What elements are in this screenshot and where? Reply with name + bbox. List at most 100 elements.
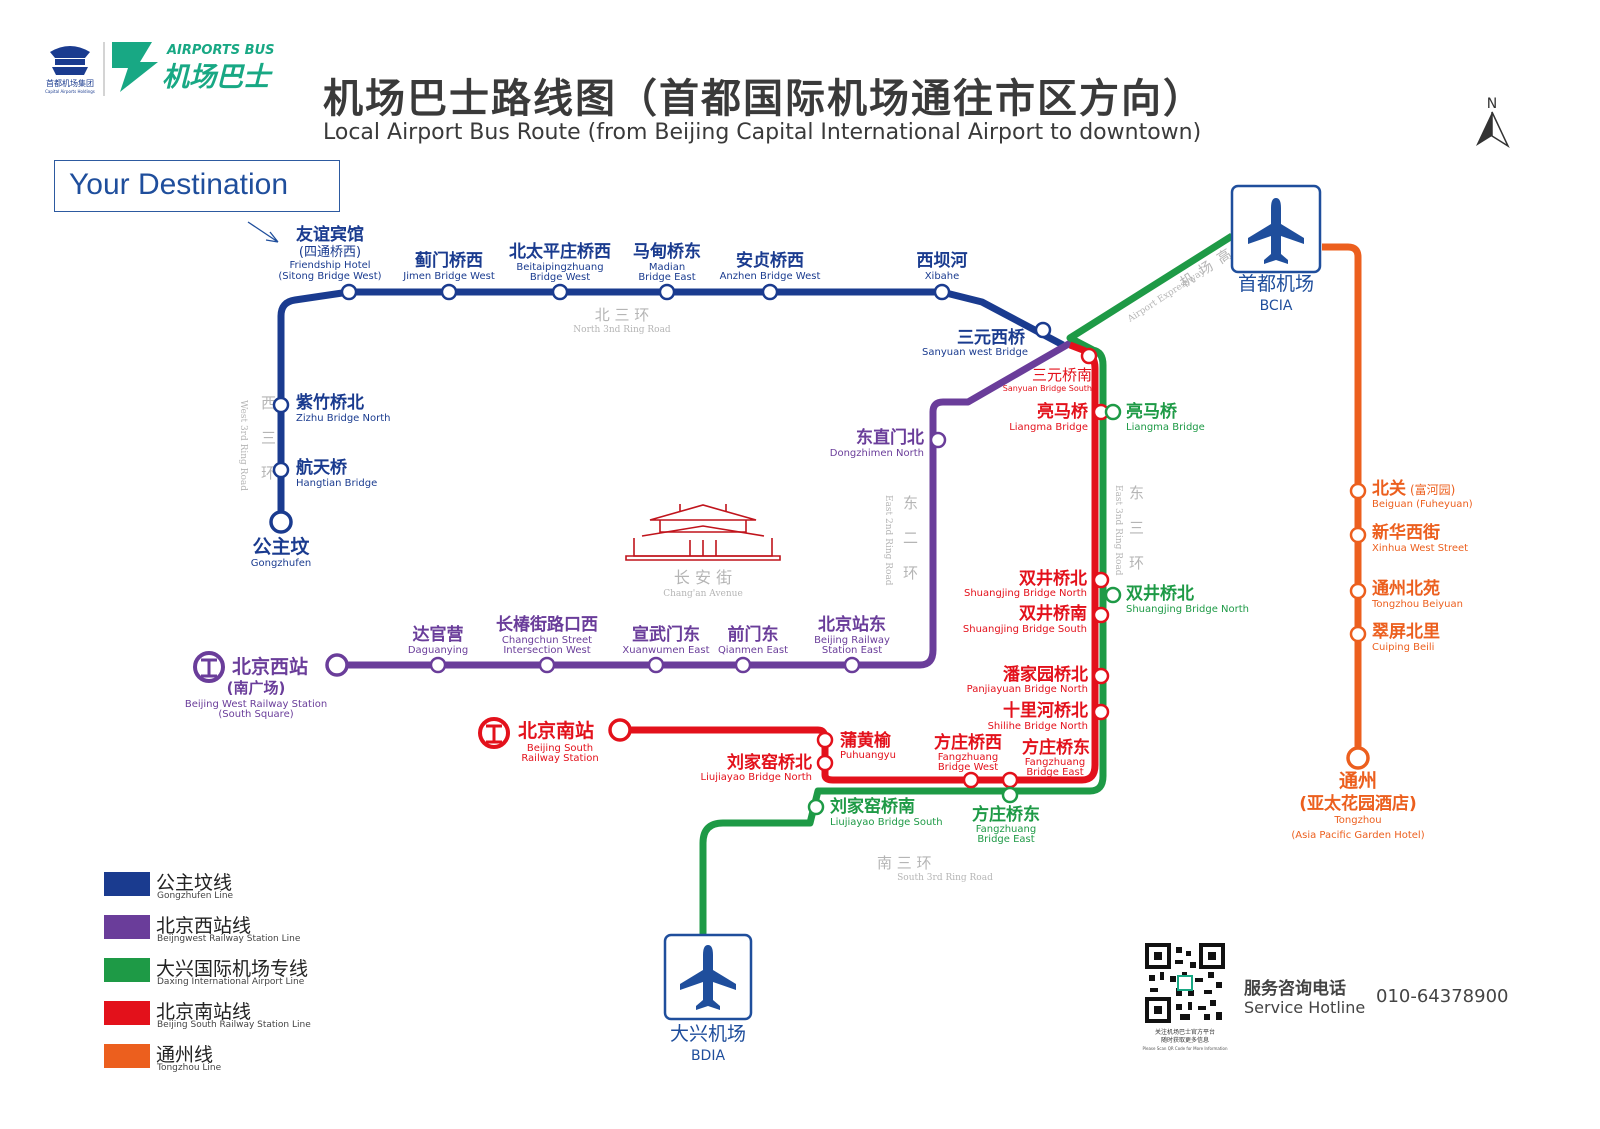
shilihe-en: Shilihe Bridge North bbox=[988, 721, 1088, 732]
xibahe-cn: 西坝河 bbox=[917, 251, 968, 271]
marker-cuiping bbox=[1349, 625, 1367, 643]
cuiping-en: Cuiping Beili bbox=[1372, 642, 1434, 653]
tongzhoubeiyuan-en: Tongzhou Beiyuan bbox=[1371, 599, 1463, 610]
marker-beiguan bbox=[1349, 482, 1367, 500]
sanyuanwest-cn: 三元西桥 bbox=[957, 328, 1026, 348]
hotline-label-cn: 服务咨询电话 bbox=[1244, 979, 1346, 999]
beitaiping-en2: Bridge West bbox=[530, 272, 590, 283]
beitaiping-en: Beitaipingzhuang bbox=[516, 262, 603, 273]
fangzhuangdong-r-cn: 方庄桥东 bbox=[1022, 737, 1090, 758]
road-north3-en: North 3nd Ring Road bbox=[573, 325, 671, 335]
qianmen-cn: 前门东 bbox=[728, 624, 779, 645]
panjiayuan-en: Panjiayuan Bridge North bbox=[967, 684, 1088, 695]
jimen-cn: 蓟门桥西 bbox=[414, 250, 483, 271]
marker-bjstation bbox=[843, 656, 861, 674]
marker-xinhua bbox=[1349, 526, 1367, 544]
marker-qianmen bbox=[734, 656, 752, 674]
bjwest-cn: 北京西站 bbox=[232, 655, 308, 678]
fangzhuangdong-g-cn: 方庄桥东 bbox=[972, 804, 1040, 825]
legend-label-en: Gongzhufen Line bbox=[157, 891, 234, 901]
road-north3-cn: 北 三 环 bbox=[595, 306, 650, 324]
airports-bus-logo: AIRPORTS BUS 机场巴士 bbox=[112, 42, 275, 93]
legend-label-cn: 通州线 bbox=[156, 1044, 214, 1066]
marker-panjiayuan bbox=[1092, 667, 1110, 685]
liangma-r-cn: 亮马桥 bbox=[1037, 401, 1089, 422]
marker-xuanwumen bbox=[647, 656, 665, 674]
marker-tongzhoubeiyuan bbox=[1349, 582, 1367, 600]
legend-swatch bbox=[104, 872, 150, 896]
liujiayaonan-en: Liujiayao Bridge South bbox=[830, 817, 943, 828]
marker-gongzhufen bbox=[269, 510, 293, 534]
marker-shuangjingnan bbox=[1092, 606, 1110, 624]
shuangjingnan-cn: 双井桥南 bbox=[1019, 603, 1087, 624]
marker-tongzhou bbox=[1346, 746, 1370, 770]
shuangjingnan-en: Shuangjing Bridge South bbox=[963, 624, 1087, 635]
bcia-airport-icon bbox=[1230, 184, 1322, 274]
sanyuansouth-cn: 三元桥南 bbox=[1032, 366, 1092, 384]
page-title-cn: 机场巴士路线图（首都国际机场通往市区方向） bbox=[323, 76, 1205, 122]
marker-bjwest bbox=[325, 653, 349, 677]
marker-liujiayaonan bbox=[807, 798, 825, 816]
marker-liujiayaobei bbox=[816, 754, 834, 772]
beiguan-en: Beiguan (Fuheyuan) bbox=[1372, 499, 1473, 510]
shuangjingbei-r-en: Shuangjing Bridge North bbox=[964, 588, 1087, 599]
north-arrow-icon: N bbox=[1476, 96, 1510, 148]
shuangjingbei-g-cn: 双井桥北 bbox=[1126, 583, 1194, 604]
road-east2-en: East 2nd Ring Road bbox=[883, 495, 893, 586]
marker-bjsouth bbox=[608, 718, 632, 742]
legend-swatch bbox=[104, 1044, 150, 1068]
hangtian-cn: 航天桥 bbox=[296, 457, 348, 478]
beitaiping-cn: 北太平庄桥西 bbox=[509, 241, 611, 262]
marker-sanyuanwest bbox=[1034, 321, 1052, 339]
group-en-text: Capital Airports Holdings bbox=[45, 89, 95, 94]
gongzhufen-en: Gongzhufen bbox=[251, 558, 312, 569]
marker-hangtian bbox=[272, 461, 290, 479]
tongzhoubeiyuan-cn: 通州北苑 bbox=[1372, 578, 1440, 599]
marker-friendship bbox=[340, 283, 358, 301]
hotline-label-en: Service Hotline bbox=[1244, 998, 1366, 1017]
tongzhou-cn2: (亚太花园酒店) bbox=[1299, 793, 1417, 814]
puhuangyu-en: Puhuangyu bbox=[840, 750, 896, 761]
fangzhuangxi-en2: Bridge West bbox=[938, 762, 998, 773]
bjstation-en: Beijing Railway bbox=[814, 635, 890, 646]
qr-caption-1: 关注机场巴士官方平台 bbox=[1155, 1028, 1215, 1036]
cuiping-cn: 翠屏北里 bbox=[1372, 622, 1440, 642]
daguanying-cn: 达官营 bbox=[413, 624, 464, 645]
xinhua-en: Xinhua West Street bbox=[1372, 543, 1468, 554]
qr-code: 关注机场巴士官方平台 随时获取更多信息 Please Scan QR Code … bbox=[1142, 943, 1228, 1051]
daguanying-en: Daguanying bbox=[408, 645, 468, 656]
xuanwumen-cn: 宣武门东 bbox=[632, 624, 700, 645]
tongzhou-en2: (Asia Pacific Garden Hotel) bbox=[1291, 830, 1424, 841]
changchun-cn: 长椿街路口西 bbox=[496, 614, 598, 635]
marker-jimen bbox=[440, 283, 458, 301]
xuanwumen-en: Xuanwumen East bbox=[622, 645, 709, 656]
station-markers bbox=[269, 283, 1370, 816]
marker-sanyuansouth bbox=[1080, 347, 1098, 365]
marker-beitaiping bbox=[551, 283, 569, 301]
marker-shilihe bbox=[1092, 703, 1110, 721]
bdia-airport-icon bbox=[663, 933, 753, 1021]
marker-shuangjingbei-g bbox=[1104, 586, 1122, 604]
fangzhuangdong-r-en: Fangzhuang bbox=[1025, 757, 1085, 768]
bjsouth-cn: 北京南站 bbox=[518, 719, 594, 742]
legend-label-en: Beijing South Railway Station Line bbox=[157, 1020, 311, 1030]
marker-changchun bbox=[538, 656, 556, 674]
gongzhufen-line bbox=[277, 288, 1065, 522]
qr-caption-3: Please Scan QR Code for More Information bbox=[1142, 1046, 1228, 1051]
bcia-cn: 首都机场 bbox=[1238, 273, 1314, 295]
qianmen-en: Qianmen East bbox=[718, 645, 788, 656]
legend-swatch bbox=[104, 958, 150, 982]
fangzhuangdong-g-en2: Bridge East bbox=[977, 834, 1034, 845]
marker-fangzhuangdong-r bbox=[1001, 771, 1019, 789]
bjsouth-en2: Railway Station bbox=[521, 753, 598, 764]
dongzhimen-en: Dongzhimen North bbox=[830, 448, 924, 459]
bjsouth-en: Beijing South bbox=[527, 743, 593, 754]
changchun-en2: Intersection West bbox=[503, 645, 590, 656]
panjiayuan-cn: 潘家园桥北 bbox=[1003, 664, 1088, 685]
zizhu-cn: 紫竹桥北 bbox=[296, 392, 364, 413]
legend-label-en: Daxing International Airport Line bbox=[157, 977, 305, 987]
bjstation-cn: 北京站东 bbox=[818, 614, 886, 635]
madian-en2: Bridge East bbox=[638, 272, 695, 283]
brand-cn-text: 机场巴士 bbox=[162, 62, 273, 93]
